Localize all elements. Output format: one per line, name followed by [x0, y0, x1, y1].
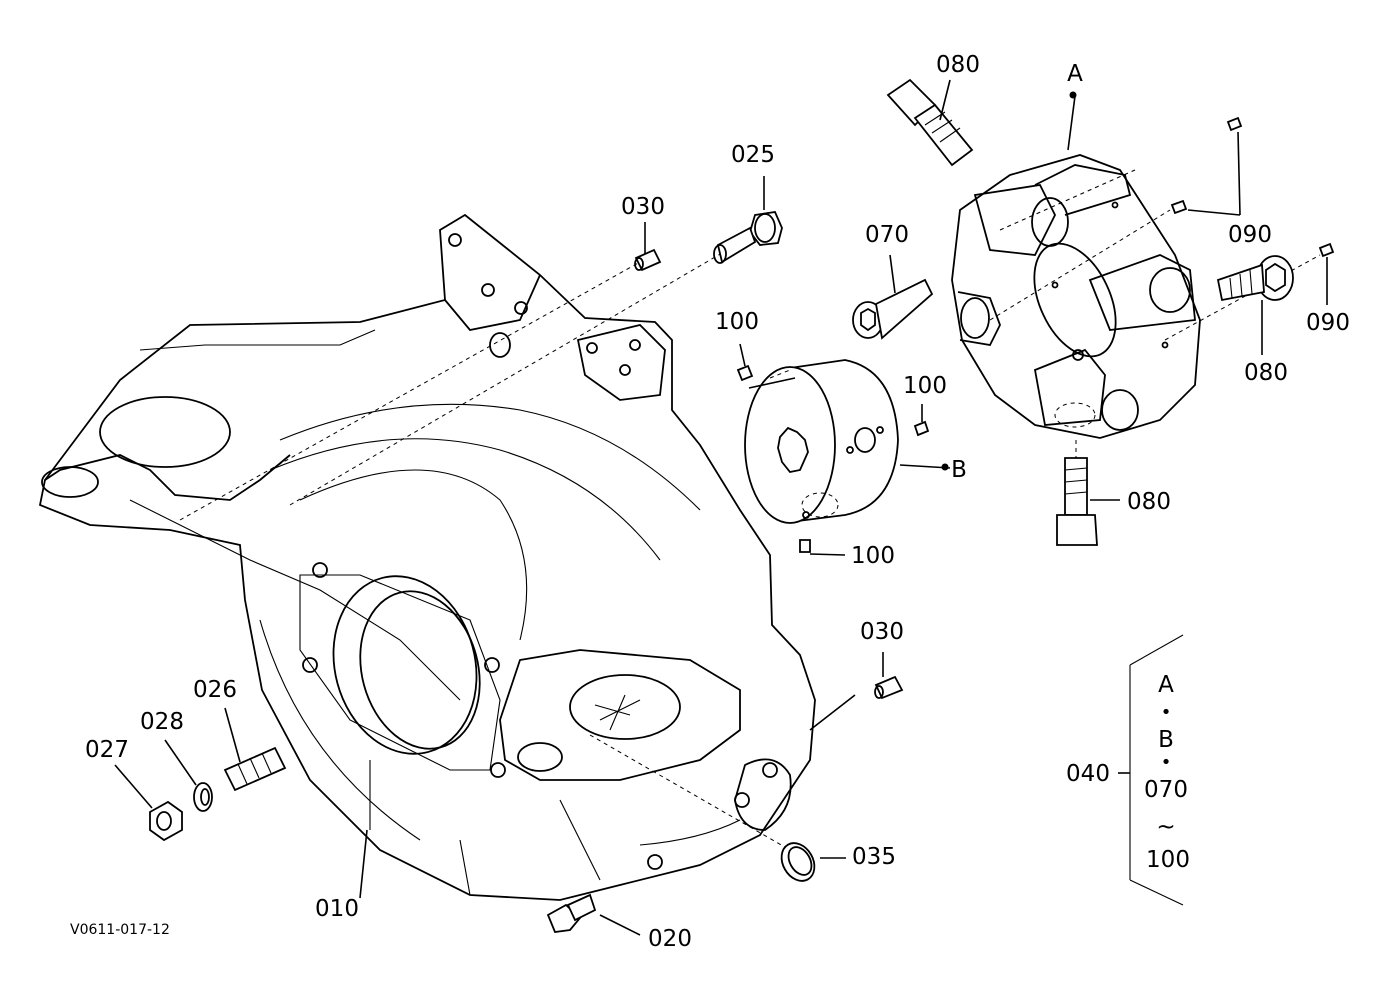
ref-a: A — [1067, 61, 1083, 87]
callout-080-bottom: 080 — [1127, 489, 1171, 515]
alignment-lines — [179, 252, 791, 851]
callout-070: 070 — [865, 222, 909, 248]
spring-pins-090 — [1170, 116, 1335, 258]
callout-028: 028 — [140, 709, 184, 735]
socket-bolt-080-bottom — [1056, 440, 1098, 546]
socket-bolt-080-right — [1216, 255, 1294, 302]
stud-026 — [223, 746, 287, 792]
drawing-code: V0611-017-12 — [70, 922, 170, 938]
callout-100-right: 100 — [903, 373, 947, 399]
callout-030-right: 030 — [860, 619, 904, 645]
banjo-bolt-025 — [713, 211, 783, 264]
kit-line-b: B — [1158, 727, 1174, 753]
callout-027: 027 — [85, 737, 129, 763]
callout-025: 025 — [731, 142, 775, 168]
spring-pins-100 — [736, 364, 930, 553]
callout-labels: 080 025 030 070 090 090 080 100 100 100 … — [85, 52, 1350, 952]
callout-090-top: 090 — [1228, 222, 1272, 248]
socket-bolt-070 — [852, 278, 934, 340]
flywheel-housing — [38, 213, 816, 901]
nut-027 — [149, 800, 183, 842]
callout-100-bottom: 100 — [851, 543, 895, 569]
kit-line-100: 100 — [1146, 847, 1190, 873]
kit-dot-1: • — [1161, 702, 1172, 723]
callout-080-right: 080 — [1244, 360, 1288, 386]
bolt-020 — [546, 893, 597, 933]
callout-040: 040 — [1066, 761, 1110, 787]
lock-washer-028 — [193, 782, 213, 812]
callout-100-left: 100 — [715, 309, 759, 335]
o-ring-035 — [780, 842, 816, 882]
socket-bolt-080-top — [886, 78, 974, 167]
kit-tilde: ~ — [1156, 814, 1175, 840]
leader-lines — [114, 79, 1328, 936]
dowel-pin-030-top — [634, 248, 662, 272]
callout-035: 035 — [852, 844, 896, 870]
ref-b: B — [951, 457, 967, 483]
kit-line-a: A — [1158, 672, 1174, 698]
callout-030-top: 030 — [621, 194, 665, 220]
callout-080-top: 080 — [936, 52, 980, 78]
callout-026: 026 — [193, 677, 237, 703]
callout-020: 020 — [648, 926, 692, 952]
coupling-hub — [744, 359, 899, 524]
callout-010: 010 — [315, 896, 359, 922]
callout-090-right: 090 — [1306, 310, 1350, 336]
kit-dot-2: • — [1161, 752, 1172, 773]
kit-legend: A • B • 070 ~ 100 — [1144, 672, 1190, 873]
dowel-pin-030-right — [874, 675, 904, 700]
kit-line-070: 070 — [1144, 777, 1188, 803]
coupling-element — [951, 154, 1321, 439]
